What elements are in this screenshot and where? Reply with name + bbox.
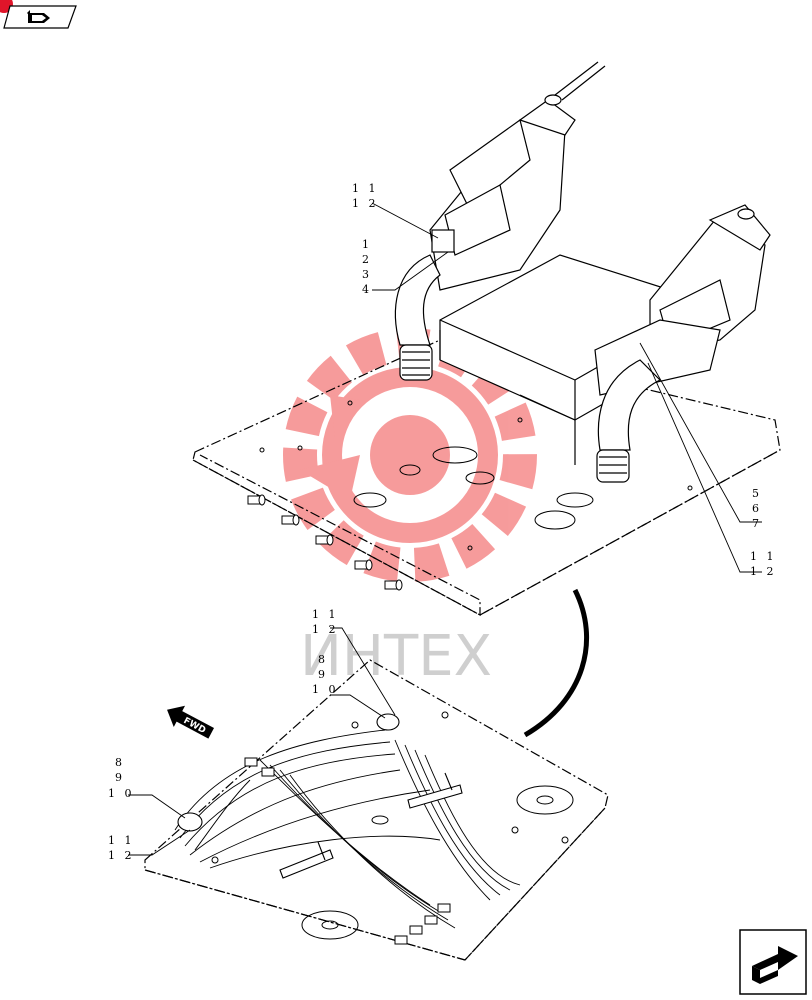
- callout-number: 1 2: [108, 849, 135, 862]
- callout-lower-top: 1 1 1 2 8 9 1 0: [312, 608, 339, 696]
- callout-upper-left-a: 1 1 1 2: [352, 182, 379, 210]
- left-joystick-tower: [429, 61, 606, 291]
- callout-upper-left-b: 1 2 3 4: [362, 238, 372, 296]
- next-page-button[interactable]: [739, 929, 807, 995]
- fwd-arrow-icon: FWD: [167, 705, 215, 739]
- lower-floor-plate: [144, 659, 609, 961]
- callout-number: 1 1: [352, 182, 379, 195]
- callout-number: 8: [318, 653, 328, 666]
- upper-floor-plate: [192, 339, 781, 617]
- left-hose-bellows: [394, 254, 441, 381]
- callout-number: 6: [752, 502, 762, 515]
- callout-number: 9: [115, 771, 125, 784]
- callout-upper-right-a: 5 6 7: [752, 487, 762, 530]
- callout-number: 2: [362, 253, 372, 266]
- watermark-text: ИНТЕХ: [300, 624, 492, 689]
- plate-holes: [259, 400, 693, 551]
- callout-number: 3: [362, 268, 372, 281]
- callout-number: 1 1: [312, 608, 339, 621]
- callout-number: 1: [362, 238, 372, 251]
- callout-number: 1 2: [312, 623, 339, 636]
- callout-number: 1 2: [750, 565, 777, 578]
- lower-fittings: [244, 757, 451, 945]
- view-connector-arrow: [523, 588, 590, 738]
- callout-number: 1 1: [108, 834, 135, 847]
- leader-lines: [128, 202, 762, 856]
- callout-number: 1 2: [352, 197, 379, 210]
- previous-page-button[interactable]: [0, 0, 77, 29]
- callout-lower-left-a: 8 9 1 0: [108, 756, 135, 800]
- callout-number: 1 0: [312, 683, 339, 696]
- plate-fittings: [247, 494, 403, 591]
- callout-number: 8: [115, 756, 125, 769]
- callout-number: 9: [318, 668, 328, 681]
- lower-plate-holes: [211, 711, 574, 940]
- callout-number: 5: [752, 487, 762, 500]
- right-hose-bellows: [596, 359, 662, 483]
- next-page-icon: [752, 946, 798, 984]
- lower-hose-bundle: [174, 729, 521, 929]
- callout-lower-left-b: 1 1 1 2: [108, 834, 135, 862]
- callout-number: 7: [752, 517, 762, 530]
- callout-number: 4: [362, 283, 372, 296]
- callout-number: 1 1: [750, 550, 777, 563]
- callout-upper-right-b: 1 1 1 2: [750, 550, 777, 578]
- previous-page-icon: [27, 10, 50, 23]
- callout-number: 1 0: [108, 787, 135, 800]
- lower-clamps: [177, 713, 463, 879]
